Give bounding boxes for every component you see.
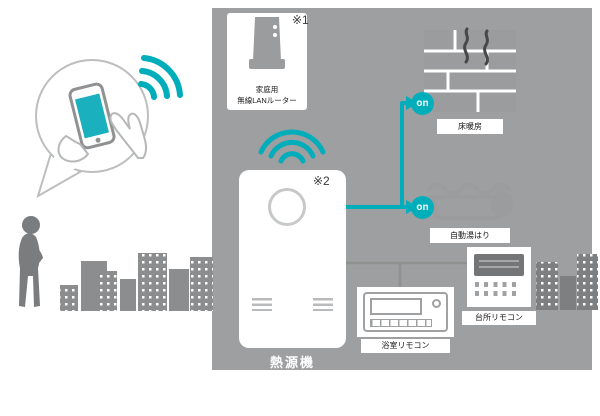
kitchen-remote-label: 台所リモコン — [462, 311, 536, 325]
kitchen-remote-buttons — [475, 291, 521, 296]
floor-heating-icon — [424, 27, 516, 112]
speech-bubble — [35, 59, 149, 199]
note-2: ※2 — [313, 174, 330, 188]
bathtub-icon — [425, 182, 513, 220]
holding-hand — [57, 134, 90, 163]
building — [120, 279, 136, 311]
phone-home-button — [95, 137, 101, 143]
auto-bath-on-badge: on — [411, 196, 434, 219]
building — [96, 271, 117, 311]
heat-source-unit — [239, 170, 346, 348]
city-skyline — [60, 253, 598, 311]
router-label-line1: 家庭用 — [255, 85, 279, 94]
heat-source-label: 熱源機 — [269, 355, 315, 370]
building — [577, 254, 598, 310]
auto-bath-label: 自動湯はり — [430, 228, 510, 243]
bath-remote-device — [357, 287, 454, 337]
heat-wave-icon — [483, 29, 489, 66]
note-1: ※1 — [292, 13, 309, 27]
router-label-line2: 無線LANルーター — [237, 95, 297, 105]
water-wave — [427, 182, 511, 196]
bath-remote-dial — [432, 299, 441, 308]
wireless-router: 家庭用 無線LANルーター — [227, 13, 307, 110]
control-arrows — [346, 96, 418, 214]
water-drop-icon — [490, 183, 513, 217]
building — [536, 262, 558, 310]
router-label: 家庭用 無線LANルーター — [227, 85, 307, 106]
unit-vent-left — [252, 298, 272, 311]
building — [138, 253, 167, 311]
bath-remote-label: 浴室リモコン — [361, 339, 450, 353]
kitchen-remote-buttons — [475, 282, 521, 287]
person-head — [22, 216, 40, 234]
unit-fan-circle — [268, 188, 306, 226]
floor-heating-label: 床暖房 — [437, 119, 503, 134]
bubble-tail-joint — [44, 152, 76, 186]
person-arm — [30, 244, 43, 263]
building — [190, 257, 213, 311]
phone-screen — [75, 93, 109, 139]
floor-heating-on-badge: on — [411, 92, 434, 115]
router-icon — [249, 17, 285, 69]
smartphone — [68, 82, 116, 150]
control-lines — [346, 101, 407, 209]
building — [560, 276, 576, 310]
building — [60, 285, 78, 311]
wifi-signal-unit-icon — [258, 129, 326, 164]
unit-vent-right — [313, 298, 333, 311]
screen-line — [479, 266, 519, 268]
bath-remote-screen — [370, 298, 422, 315]
heat-wave-icon — [463, 27, 469, 64]
person-silhouette — [18, 216, 43, 307]
bath-remote-buttons — [370, 319, 432, 327]
kitchen-remote-device — [467, 247, 531, 307]
wifi-signal-phone-icon — [138, 55, 183, 100]
kitchen-remote-screen — [474, 254, 524, 276]
bath-remote-panel — [363, 292, 448, 332]
person-body — [18, 233, 40, 307]
building — [169, 269, 189, 311]
screen-line — [479, 260, 519, 262]
pointing-hand — [109, 112, 148, 159]
